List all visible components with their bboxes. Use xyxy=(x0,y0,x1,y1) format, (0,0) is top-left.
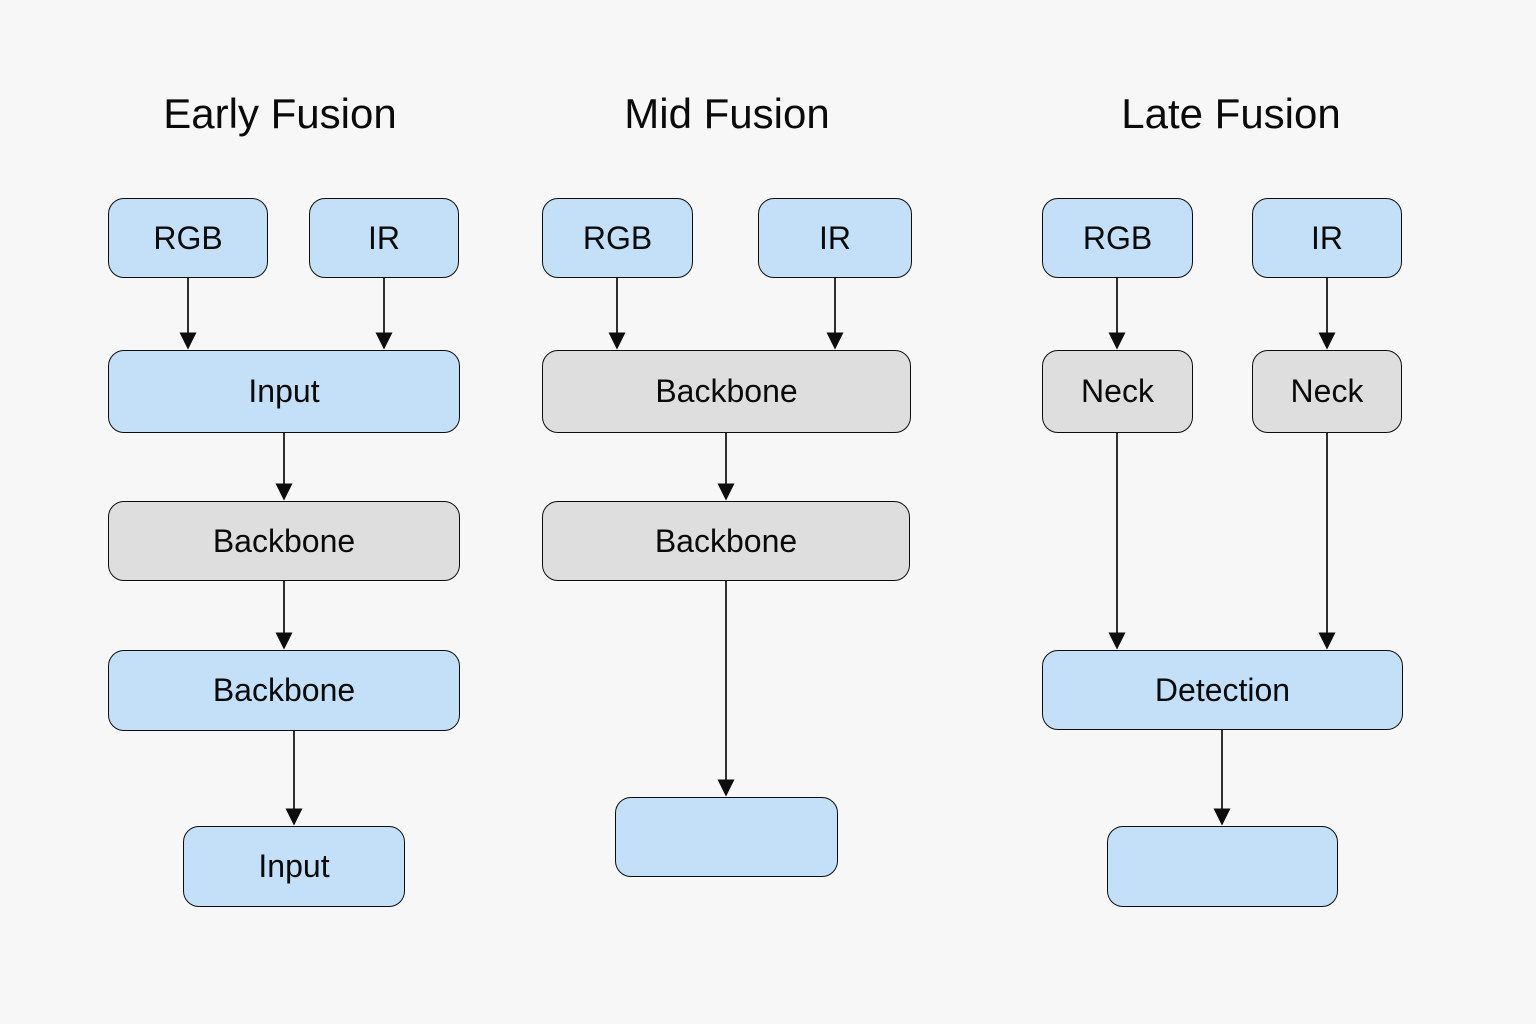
mid-backbone-2-label: Backbone xyxy=(654,522,798,559)
mid-rgb-label: RGB xyxy=(582,219,653,256)
late-output-node xyxy=(1107,826,1338,907)
early-input-2-node: Input xyxy=(183,826,405,907)
late-neck-right-node: Neck xyxy=(1252,350,1402,433)
mid-backbone-2-node: Backbone xyxy=(542,501,910,581)
early-ir-label: IR xyxy=(368,219,400,256)
mid-backbone-1-node: Backbone xyxy=(542,350,911,433)
late-neck-left-label: Neck xyxy=(1081,373,1154,409)
early-rgb-node: RGB xyxy=(108,198,268,278)
late-neck-right-label: Neck xyxy=(1290,373,1364,409)
late-rgb-node: RGB xyxy=(1042,198,1193,278)
early-backbone-1-node: Backbone xyxy=(108,501,460,581)
mid-rgb-node: RGB xyxy=(542,198,693,278)
early-input-node: Input xyxy=(108,350,460,433)
early-ir-node: IR xyxy=(309,198,459,278)
early-backbone-2-label: Backbone xyxy=(212,672,356,708)
early-input-2-label: Input xyxy=(258,848,330,884)
late-fusion-title: Late Fusion xyxy=(1121,90,1341,137)
mid-output-node xyxy=(615,797,838,877)
late-detection-node: Detection xyxy=(1042,650,1403,730)
late-ir-node: IR xyxy=(1252,198,1402,278)
mid-ir-node: IR xyxy=(758,198,912,278)
mid-ir-label: IR xyxy=(819,219,851,256)
early-fusion-title: Early Fusion xyxy=(163,90,397,137)
mid-backbone-1-label: Backbone xyxy=(655,373,798,409)
late-neck-left-node: Neck xyxy=(1042,350,1193,433)
early-backbone-1-label: Backbone xyxy=(212,522,356,559)
early-backbone-2-node: Backbone xyxy=(108,650,460,731)
late-detection-label: Detection xyxy=(1154,671,1291,708)
early-input-label: Input xyxy=(248,373,320,409)
late-rgb-label: RGB xyxy=(1082,219,1153,256)
early-rgb-label: RGB xyxy=(153,219,223,256)
late-ir-label: IR xyxy=(1311,219,1343,256)
mid-fusion-title: Mid Fusion xyxy=(624,90,830,137)
